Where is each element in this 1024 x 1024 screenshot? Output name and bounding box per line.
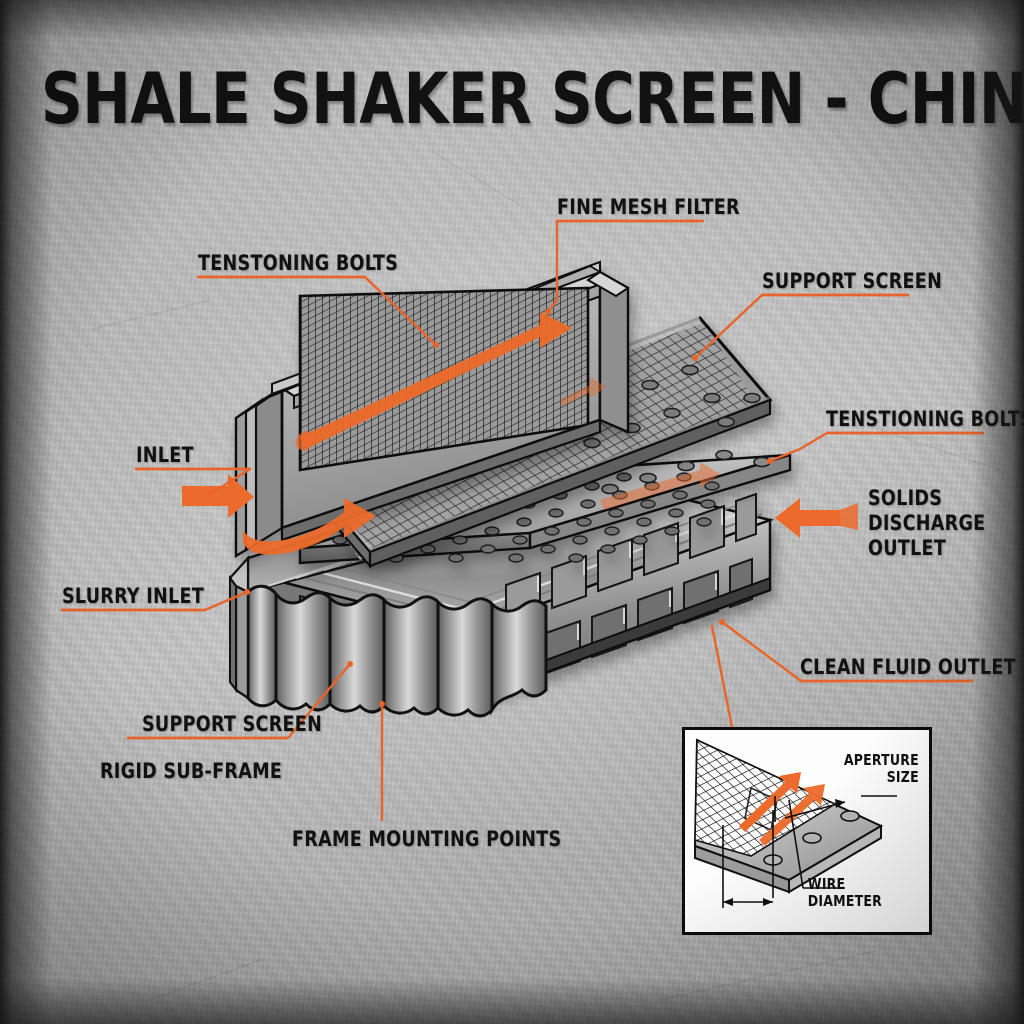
label-frame-mounting-points: FRAME MOUNTING POINTS [292, 827, 562, 851]
inset-wire-line-1: WIRE [807, 875, 846, 893]
label-tenstoning-bolts: TENSTONING BOLTS [198, 251, 399, 275]
inset-aperture-line-1: APERTURE [843, 751, 919, 769]
label-support-screen-top: SUPPORT SCREEN [762, 269, 943, 293]
leader-inlet [134, 467, 252, 497]
label-fine-mesh-filter: FINE MESH FILTER [557, 195, 740, 219]
inset-label-aperture-size: APERTURE SIZE [844, 752, 919, 785]
leader-tenstioning-bolts [768, 431, 985, 463]
label-inlet: INLET [136, 443, 194, 467]
inset-aperture-line-2: SIZE [886, 767, 919, 786]
label-outlet-line-3: OUTLET [868, 535, 947, 560]
label-solids-line-1: SOLIDS [868, 486, 943, 510]
label-discharge-line-2: DISCHARGE [868, 510, 986, 535]
label-solids-discharge-outlet: SOLIDS DISCHARGE OUTLET [868, 486, 985, 560]
label-slurry-inlet: SLURRY INLET [62, 584, 205, 608]
leader-support-screen-top [693, 293, 910, 360]
label-rigid-sub-frame: RIGID SUB-FRAME [100, 759, 283, 783]
page-title: SHALE SHAKER SCREEN - CHINA [40, 58, 1024, 140]
label-tenstioning-bolts: TENSTIONING BOLTS [826, 407, 1024, 431]
label-support-screen-bottom: SUPPORT SCREEN [142, 712, 323, 736]
leader-tenstoning-bolts [196, 275, 438, 347]
label-clean-fluid-outlet: CLEAN FLUID OUTLET [800, 655, 1016, 679]
inset-label-wire-diameter: WIRE DIAMETER [808, 876, 882, 909]
inset-wire-line-2: DIAMETER [807, 891, 882, 910]
aperture-detail-inset-panel: APERTURE SIZE WIRE DIAMETER [682, 727, 932, 935]
leader-fine-mesh-filter [546, 219, 705, 314]
